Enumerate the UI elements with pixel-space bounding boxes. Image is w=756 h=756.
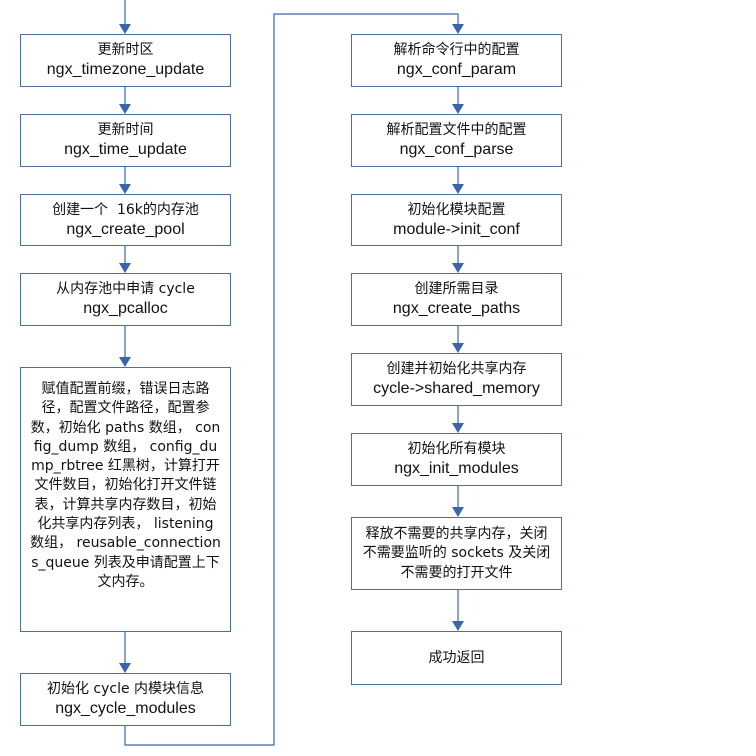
step-label: 初始化模块配置 xyxy=(407,201,506,218)
step-pcalloc: 从内存池中申请 cycle ngx_pcalloc xyxy=(20,273,231,326)
step-release-resources: 释放不需要的共享内存，关闭不需要监听的 sockets 及关闭不需要的打开文件 xyxy=(351,517,562,590)
step-function: ngx_timezone_update xyxy=(46,61,205,78)
step-function: ngx_create_paths xyxy=(392,300,521,317)
step-label: 初始化 cycle 内模块信息 xyxy=(46,681,205,697)
step-label: 更新时间 xyxy=(97,122,154,138)
step-function: cycle->shared_memory xyxy=(373,380,540,397)
step-label: 初始化所有模块 xyxy=(407,441,506,457)
step-function: ngx_conf_param xyxy=(396,61,517,78)
step-function: ngx_cycle_modules xyxy=(55,700,196,717)
step-conf-param: 解析命令行中的配置 ngx_conf_param xyxy=(351,34,562,87)
step-cycle-modules: 初始化 cycle 内模块信息 ngx_cycle_modules xyxy=(20,673,231,726)
step-label: 从内存池中申请 cycle xyxy=(56,281,195,297)
step-init-conf: 初始化模块配置 module->init_conf xyxy=(351,194,562,246)
step-label: 创建并初始化共享内存 xyxy=(386,361,527,377)
step-function: ngx_time_update xyxy=(64,141,187,158)
step-assign-config: 赋值配置前缀，错误日志路径，配置文件路径，配置参数，初始化 paths 数组， … xyxy=(20,367,231,632)
step-description: 赋值配置前缀，错误日志路径，配置文件路径，配置参数，初始化 paths 数组， … xyxy=(30,381,221,590)
step-create-pool: 创建一个 16k的内存池 ngx_create_pool xyxy=(20,194,231,246)
step-function: ngx_create_pool xyxy=(66,220,185,238)
step-label: 成功返回 xyxy=(428,649,485,666)
step-shared-memory: 创建并初始化共享内存 cycle->shared_memory xyxy=(351,353,562,406)
step-label: 创建一个 16k的内存池 xyxy=(52,201,199,218)
step-function: ngx_init_modules xyxy=(394,460,519,477)
step-create-paths: 创建所需目录 ngx_create_paths xyxy=(351,273,562,326)
step-label: 解析配置文件中的配置 xyxy=(386,122,527,138)
step-success-return: 成功返回 xyxy=(351,631,562,685)
step-function: module->init_conf xyxy=(393,220,520,238)
step-description: 释放不需要的共享内存，关闭不需要监听的 sockets 及关闭不需要的打开文件 xyxy=(362,526,551,581)
arrow-cross-column xyxy=(124,13,464,746)
step-label: 更新时区 xyxy=(97,42,154,58)
step-label: 解析命令行中的配置 xyxy=(393,42,520,58)
step-init-modules: 初始化所有模块 ngx_init_modules xyxy=(351,433,562,486)
step-function: ngx_pcalloc xyxy=(83,300,168,317)
step-conf-parse: 解析配置文件中的配置 ngx_conf_parse xyxy=(351,114,562,167)
step-time-update: 更新时间 ngx_time_update xyxy=(20,114,231,167)
step-label: 创建所需目录 xyxy=(414,281,499,297)
step-timezone-update: 更新时区 ngx_timezone_update xyxy=(20,34,231,87)
step-function: ngx_conf_parse xyxy=(399,141,514,158)
